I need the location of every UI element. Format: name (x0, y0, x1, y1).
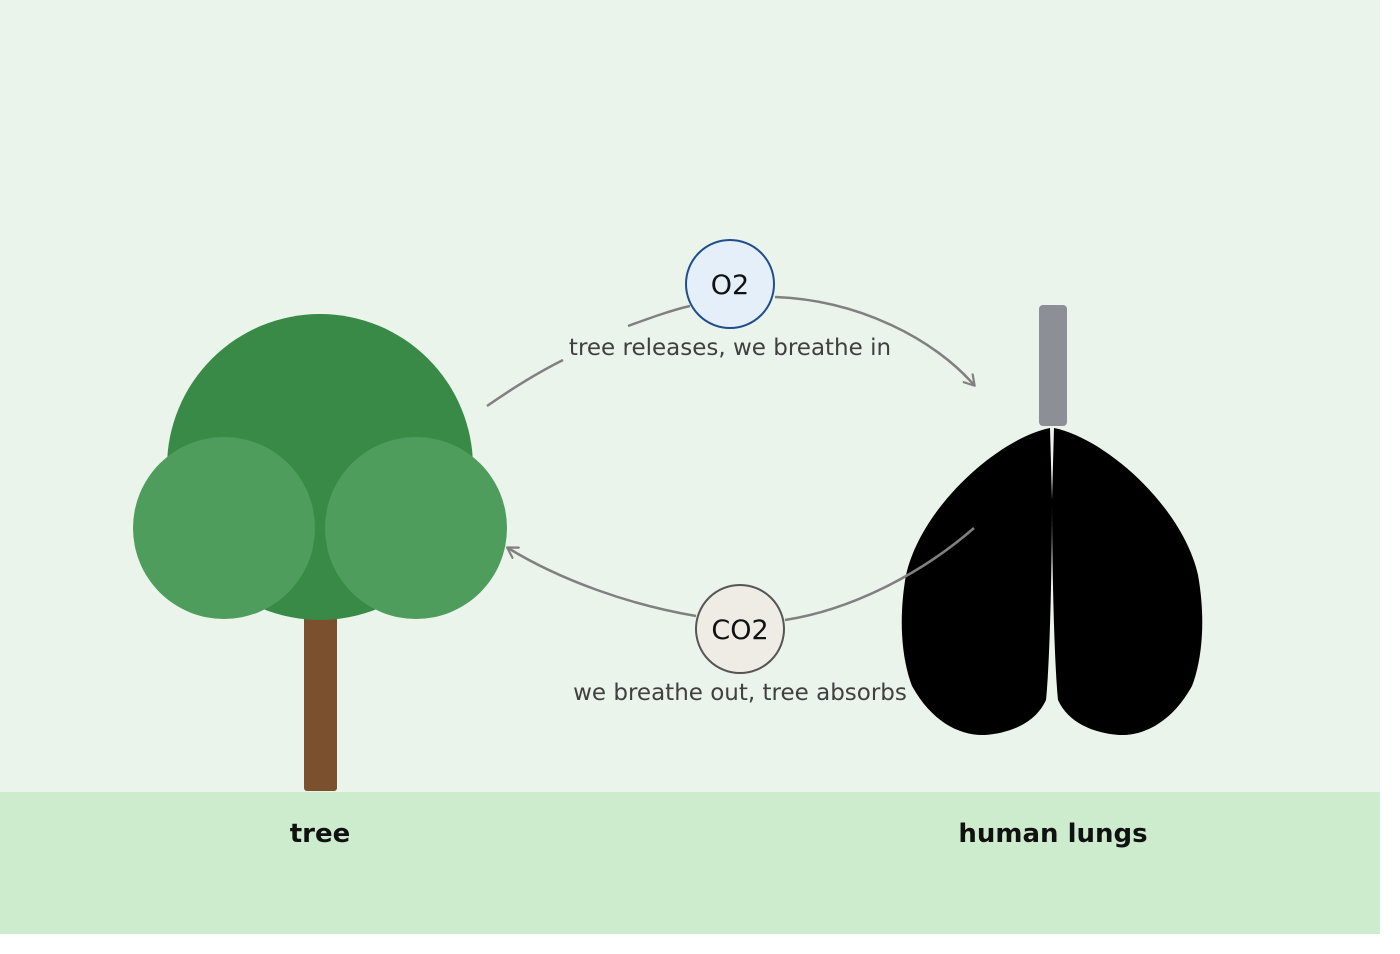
trachea (1039, 305, 1067, 426)
right-lung (1052, 428, 1203, 736)
co2-arrow-right-segment (784, 527, 975, 622)
tree-label: tree (290, 819, 351, 849)
co2-caption: we breathe out, tree absorbs (573, 680, 907, 706)
lungs-illustration (901, 305, 1203, 736)
tree-trunk (304, 590, 337, 791)
oxygen-arrow-left-segment (486, 358, 564, 408)
tree-canopy-right (325, 437, 507, 619)
oxygen-flow: O2 tree releases, we breathe in (486, 239, 974, 408)
oxygen-caption: tree releases, we breathe in (569, 335, 891, 361)
carbon-dioxide-flow: CO2 we breathe out, tree absorbs (508, 527, 975, 706)
o2-label: O2 (711, 270, 749, 301)
co2-badge (695, 584, 785, 674)
left-lung (901, 428, 1052, 736)
co2-label: CO2 (711, 615, 768, 646)
lungs-label: human lungs (958, 819, 1147, 849)
oxygen-arrow-mid-segment (627, 304, 691, 328)
co2-arrow-left-segment (508, 548, 697, 618)
tree-canopy-left (133, 437, 315, 619)
ground-strip (0, 792, 1380, 934)
oxygen-arrow-right-segment (774, 295, 974, 385)
o2-badge (685, 239, 775, 329)
tree-illustration (133, 314, 507, 791)
